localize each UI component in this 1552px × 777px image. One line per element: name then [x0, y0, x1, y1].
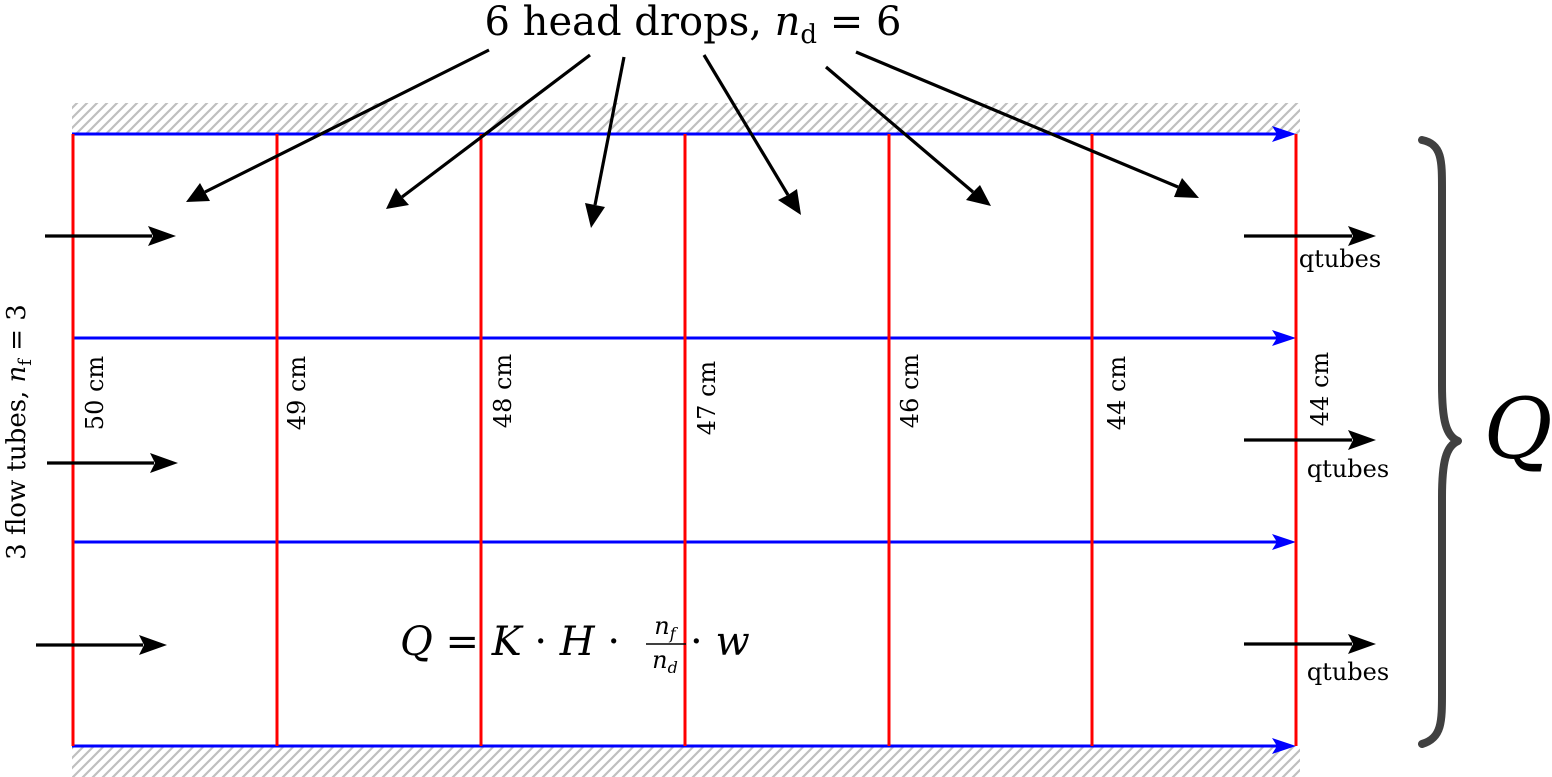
flow-lines	[72, 132, 1284, 748]
flow-arrowhead	[1272, 330, 1296, 346]
flow-arrowhead	[1272, 126, 1296, 142]
head-drop-arrow-5	[824, 65, 975, 194]
flow-arrowhead	[1272, 738, 1296, 754]
top-impermeable-boundary	[72, 103, 1300, 134]
outflow-labels: qtubes qtubes qtubes	[1299, 245, 1389, 686]
outflow-arrowhead	[1348, 226, 1376, 246]
outflow-arrowhead	[1348, 430, 1376, 450]
head-drop-arrow-2	[401, 53, 591, 199]
head-drop-arrowhead	[778, 189, 801, 215]
outflow-label: qtubes	[1299, 245, 1381, 273]
head-drop-arrow-3	[593, 56, 626, 206]
bottom-impermeable-boundary	[72, 746, 1300, 777]
head-drop-arrow-6	[855, 50, 1179, 189]
outflow-arrowheads	[1348, 226, 1376, 654]
total-flow-label: Q	[1484, 380, 1552, 478]
head-drop-arrowhead	[966, 185, 991, 206]
flow-line-arrowheads	[1272, 126, 1296, 754]
head-drop-arrowheads	[186, 178, 1199, 228]
head-label: 49 cm	[283, 356, 311, 431]
head-label: 44 cm	[1306, 352, 1334, 427]
equation-tail: · w	[690, 619, 750, 665]
head-drops-title: 6 head drops, nd = 6	[485, 0, 902, 50]
flow-arrowhead	[1272, 534, 1296, 550]
equation-denominator: nd	[652, 646, 678, 677]
head-drop-arrows	[204, 48, 1179, 206]
head-label: 46 cm	[896, 354, 924, 429]
outflow-arrowhead	[1348, 634, 1376, 654]
flow-equation: Q = K · H · nf nd · w	[400, 612, 750, 677]
inflow-arrowhead	[139, 635, 167, 655]
equation-numerator: nf	[654, 612, 678, 643]
flow-tubes-label: 3 flow tubes, nf = 3	[2, 304, 36, 560]
total-flow-brace	[1418, 136, 1462, 748]
head-drop-arrowhead	[186, 183, 210, 202]
head-label: 44 cm	[1103, 356, 1131, 431]
equation-main: Q = K · H ·	[400, 619, 620, 665]
inflow-arrowhead	[148, 226, 176, 246]
inflow-arrowheads	[139, 226, 178, 655]
head-drop-arrow-1	[204, 48, 490, 194]
head-label: 50 cm	[81, 356, 109, 431]
outflow-arrows	[1244, 234, 1352, 646]
equipotential-lines	[71, 134, 1298, 746]
head-drop-arrowhead	[386, 188, 409, 209]
head-drop-arrowhead	[585, 203, 605, 228]
head-label: 48 cm	[489, 354, 517, 429]
head-drop-arrow-4	[702, 54, 790, 196]
outflow-label: qtubes	[1307, 658, 1389, 686]
head-label: 47 cm	[693, 361, 721, 436]
head-labels: 50 cm 49 cm 48 cm 47 cm 46 cm 44 cm 44 c…	[81, 352, 1334, 436]
outflow-label: qtubes	[1307, 455, 1389, 483]
inflow-arrowhead	[150, 453, 178, 473]
inflow-arrows	[36, 234, 154, 647]
head-drop-arrowhead	[1174, 178, 1199, 198]
